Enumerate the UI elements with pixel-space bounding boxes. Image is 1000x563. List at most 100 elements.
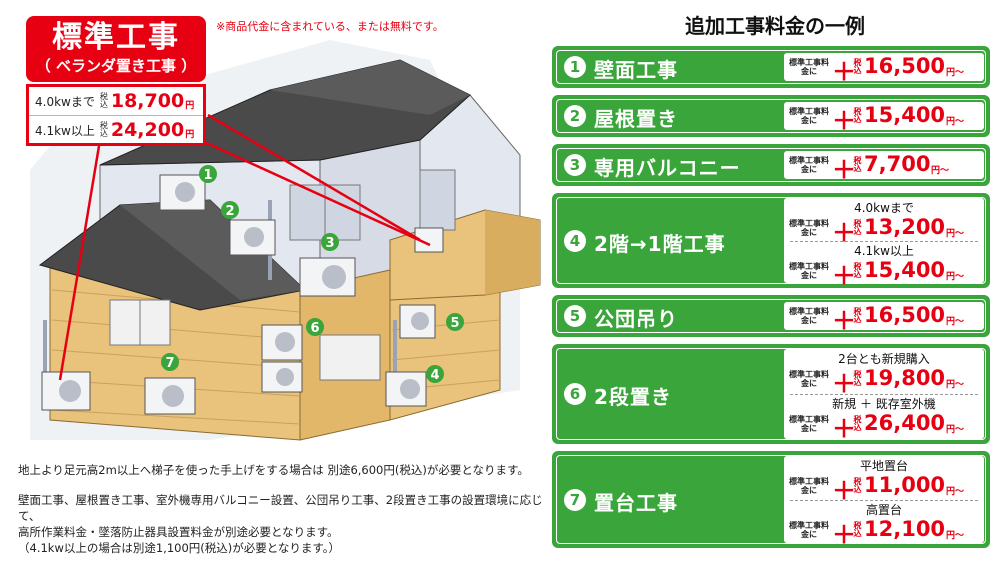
base-fee-caption: 標準工事料金に (789, 520, 829, 539)
tax-label: 税込 (853, 219, 862, 236)
callout-3: 3 (325, 236, 334, 251)
footnote-extra-3: （4.1kw以上の場合は別途1,100円(税込)が必要となります。） (18, 541, 341, 555)
item-label: 専用バルコニー (594, 156, 741, 180)
additional-work-title: 追加工事料金の一例 (685, 14, 865, 38)
item-label: 屋根置き (594, 107, 678, 131)
callout-6: 6 (310, 321, 319, 336)
item-label: 公団吊り (594, 307, 678, 331)
yen-suffix: 円〜 (946, 487, 965, 497)
plus-sign: ＋ (832, 307, 856, 335)
plus-sign: ＋ (832, 477, 856, 505)
tax-label: 税込 (853, 261, 862, 279)
standard-price-row: 4.1kw以上 税込 24,200 円 (29, 115, 203, 144)
yen-suffix: 円〜 (931, 166, 950, 176)
item-border (556, 50, 986, 84)
price-amount: 11,000 (864, 473, 946, 497)
base-fee-caption: 標準工事料金に (789, 107, 829, 125)
item-number-badge: 6 (564, 383, 586, 405)
standard-price: 18,700 (110, 90, 185, 112)
standard-work-title-box: 標準工事 （ ベランダ置き工事 ） (26, 16, 206, 82)
item-number-badge: 7 (564, 488, 586, 511)
price-amount: 19,800 (864, 366, 946, 390)
plus-sign: ＋ (832, 370, 856, 398)
tax-label: 税込 (853, 58, 862, 75)
yen-unit: 円 (185, 129, 195, 140)
price-condition: 2台とも新規購入 (838, 352, 930, 366)
base-fee-caption: 標準工事料金に (789, 219, 829, 237)
base-fee-caption: 標準工事料金に (789, 261, 829, 280)
callout-2: 2 (225, 204, 234, 219)
house-illustration: 1 2 3 4 5 6 7 (30, 40, 541, 441)
item-border (556, 197, 986, 284)
yen-suffix: 円〜 (946, 229, 965, 239)
yen-unit: 円 (185, 100, 195, 111)
callout-5: 5 (450, 316, 459, 331)
yen-suffix: 円〜 (946, 271, 965, 282)
standard-price: 24,200 (110, 119, 185, 141)
item-border (556, 348, 986, 440)
base-fee-caption: 標準工事料金に (789, 156, 829, 174)
callout-1: 1 (203, 168, 212, 183)
item-label: 2階→1階工事 (594, 231, 726, 256)
item-number-badge: 3 (564, 154, 586, 176)
item-label: 置台工事 (594, 490, 678, 515)
price-amount: 15,400 (864, 103, 946, 127)
item-label: 2段置き (594, 385, 672, 409)
yen-suffix: 円〜 (946, 530, 965, 541)
standard-work-title: 標準工事 (52, 20, 180, 55)
yen-suffix: 円〜 (946, 317, 965, 327)
yen-suffix: 円〜 (946, 380, 965, 390)
tax-label: 税込 (853, 415, 862, 432)
price-condition: 4.0kwまで (854, 201, 914, 215)
item-number-badge: 1 (564, 56, 586, 78)
yen-suffix: 円〜 (946, 117, 965, 127)
plus-sign: ＋ (832, 261, 856, 290)
standard-row-label: 4.0kwまで (35, 94, 95, 109)
plus-sign: ＋ (832, 415, 856, 443)
item-number-badge: 5 (564, 305, 586, 327)
callout-7: 7 (165, 356, 174, 371)
price-amount: 12,100 (864, 516, 946, 541)
item-border (556, 455, 986, 544)
price-condition: 新規 ＋ 既存室外機 (832, 397, 936, 411)
price-condition: 高置台 (865, 502, 902, 517)
plus-sign: ＋ (832, 520, 856, 549)
tax-label: 税込 (853, 520, 862, 538)
base-fee-caption: 標準工事料金に (789, 415, 829, 433)
price-divider (790, 240, 978, 242)
plus-sign: ＋ (832, 107, 856, 135)
footnote-extra-1: 壁面工事、屋根置き工事、室外機専用バルコニー設置、公団吊り工事、2段置き工事の設… (18, 493, 543, 523)
base-fee-caption: 標準工事料金に (789, 477, 829, 495)
item-label: 壁面工事 (594, 58, 678, 82)
yen-suffix: 円〜 (946, 425, 965, 435)
price-amount: 13,200 (864, 215, 946, 239)
price-amount: 7,700 (864, 152, 931, 176)
item-border (556, 148, 986, 182)
tax-label: 税込 (853, 370, 862, 387)
standard-price-row: 4.0kwまで 税込 18,700 円 (29, 87, 203, 115)
price-amount: 15,400 (864, 257, 946, 282)
tax-label: 税込 (853, 477, 862, 494)
callout-4: 4 (430, 368, 439, 383)
item-border (556, 99, 986, 133)
footnote-extra-2: 高所作業料金・墜落防止器具設置料金が別途必要となります。 (18, 525, 339, 539)
